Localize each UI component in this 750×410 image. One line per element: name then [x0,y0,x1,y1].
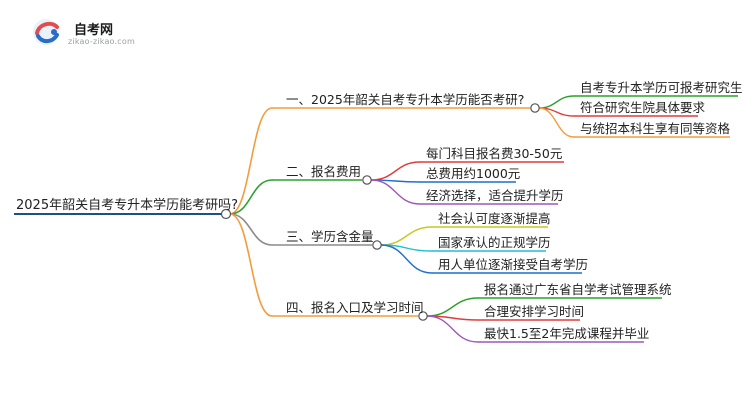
leaf-node[interactable]: 用人单位逐渐接受自考学历 [438,257,589,272]
leaf-node[interactable]: 最快1.5至2年完成课程并毕业 [484,326,650,341]
branch-node-4[interactable]: 四、报名入口及学习时间 [286,300,424,315]
site-logo[interactable]: 自考网 zikao-zikao.com [30,16,150,50]
branch-collapse-icon [530,103,540,113]
leaf-node[interactable]: 国家承认的正规学历 [438,235,551,250]
leaf-node[interactable]: 合理安排学习时间 [484,304,585,319]
leaf-node[interactable]: 与统招本科生享有同等资格 [580,121,731,136]
leaf-connector [370,179,421,205]
branch-connector [229,213,273,246]
logo-url: zikao-zikao.com [68,37,135,46]
branch-node-3[interactable]: 三、学历含金量 [286,229,374,244]
root-node[interactable]: 2025年韶关自考专升本学历能考研吗? [16,198,238,213]
root-collapse-icon [220,208,232,220]
branch-connector [229,107,273,215]
leaf-node[interactable]: 符合研究生院具体要求 [580,100,706,115]
logo-mark-icon [33,19,59,45]
branch-collapse-icon [362,175,372,185]
leaf-node[interactable]: 总费用约1000元 [426,166,521,181]
branch-connector [229,179,273,215]
leaf-node[interactable]: 自考专升本学历可报考研究生 [580,80,743,95]
branch-node-1[interactable]: 一、2025年韶关自考专升本学历能否考研? [286,92,525,107]
branch-collapse-icon [372,240,382,250]
leaf-node[interactable]: 每门科目报名费30-50元 [426,146,563,161]
leaf-connector [538,107,575,138]
leaf-connector [380,226,433,246]
branch-connector [229,213,273,317]
branch-node-2[interactable]: 二、报名费用 [286,164,362,179]
leaf-connector [380,244,433,274]
branch-collapse-icon [418,311,428,321]
leaf-node[interactable]: 社会认可度逐渐提高 [438,211,551,226]
leaf-node[interactable]: 经济选择，适合提升学历 [426,188,564,203]
leaf-connector [426,297,479,317]
logo-name: 自考网 [74,23,114,38]
leaf-node[interactable]: 报名通过广东省自学考试管理系统 [484,282,672,297]
leaf-connector [370,161,421,181]
leaf-connector [538,95,575,109]
leaf-connector [426,315,479,343]
